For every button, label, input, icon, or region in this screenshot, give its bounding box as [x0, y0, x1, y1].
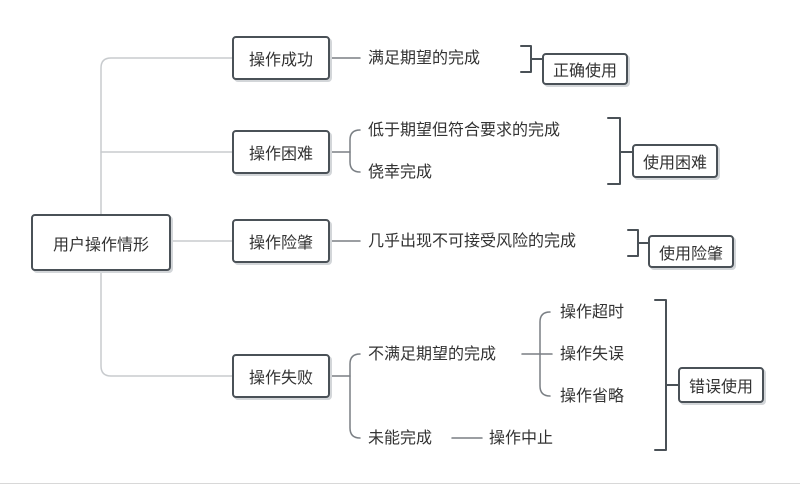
outcome-risky-use[interactable]: 使用险肇 — [648, 235, 734, 268]
bottom-divider — [0, 483, 800, 484]
link-difficult-bottom — [349, 151, 361, 173]
link-failure-bottom — [349, 375, 361, 439]
subleaf-omission[interactable]: 操作省略 — [560, 386, 625, 405]
subleaf-mistake[interactable]: 操作失误 — [560, 344, 625, 363]
leaf-not-meet-expectation[interactable]: 不满足期望的完成 — [368, 344, 497, 363]
leaf-meets-expectation[interactable]: 满足期望的完成 — [368, 48, 481, 67]
root-node[interactable]: 用户操作情形 — [31, 214, 171, 271]
root-trunk-lower — [100, 271, 233, 377]
subleaf-timeout[interactable]: 操作超时 — [560, 302, 625, 321]
link-subleaf-top — [539, 311, 551, 355]
bracket-failure — [654, 299, 679, 451]
category-difficult[interactable]: 操作困难 — [232, 130, 330, 174]
link-failure-top — [329, 353, 361, 377]
outcome-correct-use[interactable]: 正确使用 — [542, 53, 628, 85]
leaf-below-expectation[interactable]: 低于期望但符合要求的完成 — [368, 120, 561, 139]
leaf-near-unacceptable-risk[interactable]: 几乎出现不可接受风险的完成 — [368, 231, 577, 250]
bracket-difficult — [607, 117, 633, 185]
category-success[interactable]: 操作成功 — [232, 36, 330, 80]
subleaf-abort[interactable]: 操作中止 — [489, 428, 554, 447]
link-difficult-top — [329, 129, 361, 153]
leaf-not-completed[interactable]: 未能完成 — [368, 428, 433, 447]
leaf-lucky-completion[interactable]: 侥幸完成 — [368, 162, 433, 181]
category-risky[interactable]: 操作险肇 — [232, 219, 330, 263]
bracket-success — [520, 45, 543, 73]
outcome-wrong-use[interactable]: 错误使用 — [678, 367, 764, 403]
bracket-risky — [627, 229, 649, 257]
root-trunk — [100, 57, 233, 216]
category-failure[interactable]: 操作失败 — [232, 354, 330, 398]
link-subleaf-bottom — [539, 353, 551, 397]
outcome-difficult-use[interactable]: 使用困难 — [632, 144, 718, 178]
